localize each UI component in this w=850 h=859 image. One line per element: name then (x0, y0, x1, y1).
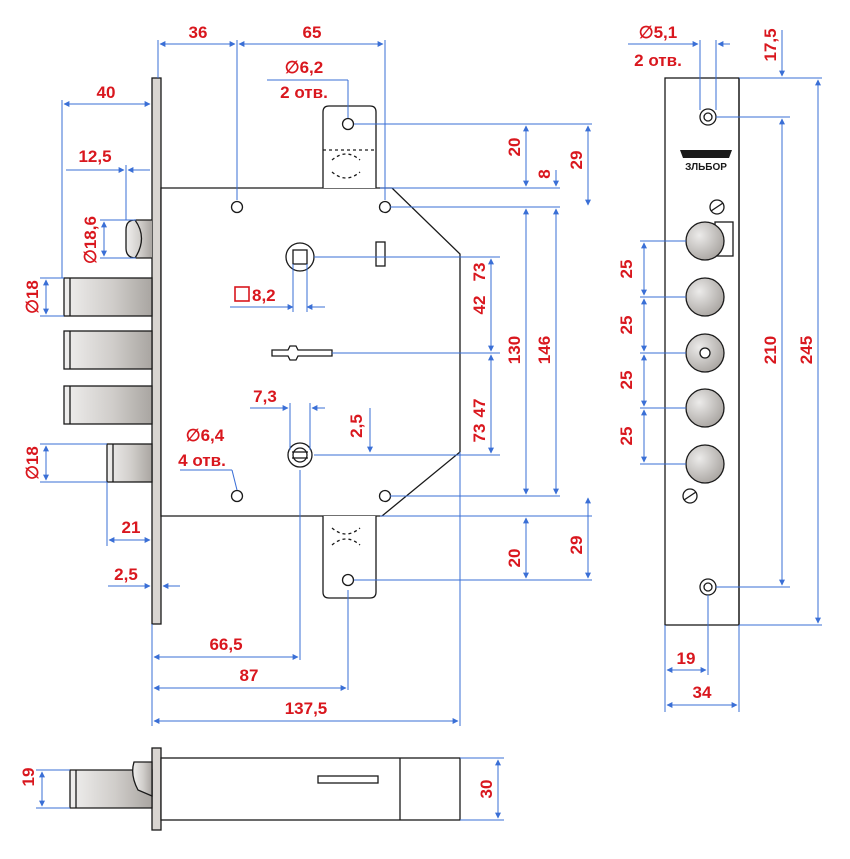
dim-hole-5-1: ∅5,1 (639, 23, 677, 42)
dim-8: 8 (535, 169, 554, 178)
dim-146: 146 (535, 336, 554, 364)
dim-7-3: 7,3 (253, 387, 277, 406)
body-hole-3 (230, 489, 244, 503)
dim-34-plate: 34 (693, 683, 712, 702)
dead-bolt-2 (63, 330, 153, 370)
key-hole (271, 345, 333, 361)
body-hole-1 (230, 200, 244, 214)
dim-29-top: 29 (567, 151, 586, 170)
front-view (63, 77, 461, 625)
top-view-body (160, 757, 461, 821)
dim-137-5: 137,5 (285, 699, 328, 718)
dead-bolt-1 (63, 277, 153, 317)
dead-bolt-3 (63, 385, 153, 425)
dim-pitch-25-4: 25 (617, 427, 636, 446)
dim-87: 87 (240, 666, 259, 685)
dim-pitch-25-2: 25 (617, 316, 636, 335)
bottom-strike-tab (322, 516, 377, 599)
dim-130: 130 (505, 336, 524, 364)
dim-dia-18-bottom: ∅18 (23, 446, 42, 480)
dim-dia-18-top: ∅18 (23, 280, 42, 314)
dim-42: 42 (470, 296, 489, 315)
top-view-slot (317, 775, 379, 784)
dim-dia-18-6: ∅18,6 (81, 216, 100, 264)
faceplate-bolt-2 (685, 277, 725, 317)
dim-12-5: 12,5 (78, 147, 111, 166)
dim-20-bottom: 20 (505, 549, 524, 568)
dim-73-top: 73 (470, 263, 489, 282)
cylinder-hub (287, 442, 313, 468)
latch-slot (375, 241, 386, 267)
dim-29-bottom: 29 (567, 536, 586, 555)
dim-19-top-view: 19 (19, 768, 38, 787)
top-view-leaders (36, 757, 504, 821)
dim-hole-6-2: ∅6,2 (285, 58, 323, 77)
faceplate-view (664, 77, 740, 626)
dim-hole-6-4-count: 4 отв. (178, 451, 226, 470)
latch-bolt (125, 219, 152, 259)
brand-logo: ЗЛЬБОР (680, 150, 732, 173)
dim-square-8-2: 8,2 (234, 286, 276, 305)
dim-47: 47 (470, 399, 489, 418)
faceplate-bolt-1 (685, 221, 725, 261)
brand-logo-text: ЗЛЬБОР (685, 162, 727, 173)
dim-2-5-side: 2,5 (114, 565, 138, 584)
top-view-faceplate (151, 747, 162, 831)
dim-210: 210 (761, 336, 780, 364)
faceplate-bolt-4 (685, 388, 725, 428)
dim-36: 36 (189, 23, 208, 42)
square-spindle (292, 249, 308, 265)
dim-19-plate: 19 (677, 649, 696, 668)
dim-30-top-view: 30 (477, 780, 496, 799)
dim-21: 21 (122, 518, 141, 537)
dim-20-top: 20 (505, 138, 524, 157)
dim-hole-6-2-count: 2 отв. (280, 83, 328, 102)
dim-65: 65 (303, 23, 322, 42)
dim-245: 245 (797, 336, 816, 364)
dim-17-5: 17,5 (761, 28, 780, 61)
dim-pitch-25-1: 25 (617, 260, 636, 279)
faceplate-bolt-5 (685, 444, 725, 484)
dim-pitch-25-3: 25 (617, 371, 636, 390)
dim-2-5-small: 2,5 (347, 414, 366, 438)
top-view-latch (132, 761, 153, 797)
dim-hole-6-4: ∅6,4 (186, 426, 225, 445)
dim-66-5: 66,5 (209, 635, 242, 654)
strike-hole-bottom (341, 573, 355, 587)
dim-hole-5-1-count: 2 отв. (634, 51, 682, 70)
faceplate-leaders (628, 30, 822, 712)
dim-square-8-2-value: 8,2 (252, 286, 276, 305)
top-view (69, 747, 461, 831)
top-strike-tab (322, 105, 377, 188)
dim-73-bottom: 73 (470, 424, 489, 443)
dead-bolt-4 (106, 443, 153, 483)
front-leaders (40, 40, 592, 726)
dimension-labels: 36 65 ∅6,2 2 отв. 40 12,5 ∅18,6 ∅18 ∅18 … (19, 23, 816, 798)
dim-40: 40 (97, 83, 116, 102)
strike-hole-top (341, 117, 355, 131)
front-faceplate (151, 77, 162, 625)
